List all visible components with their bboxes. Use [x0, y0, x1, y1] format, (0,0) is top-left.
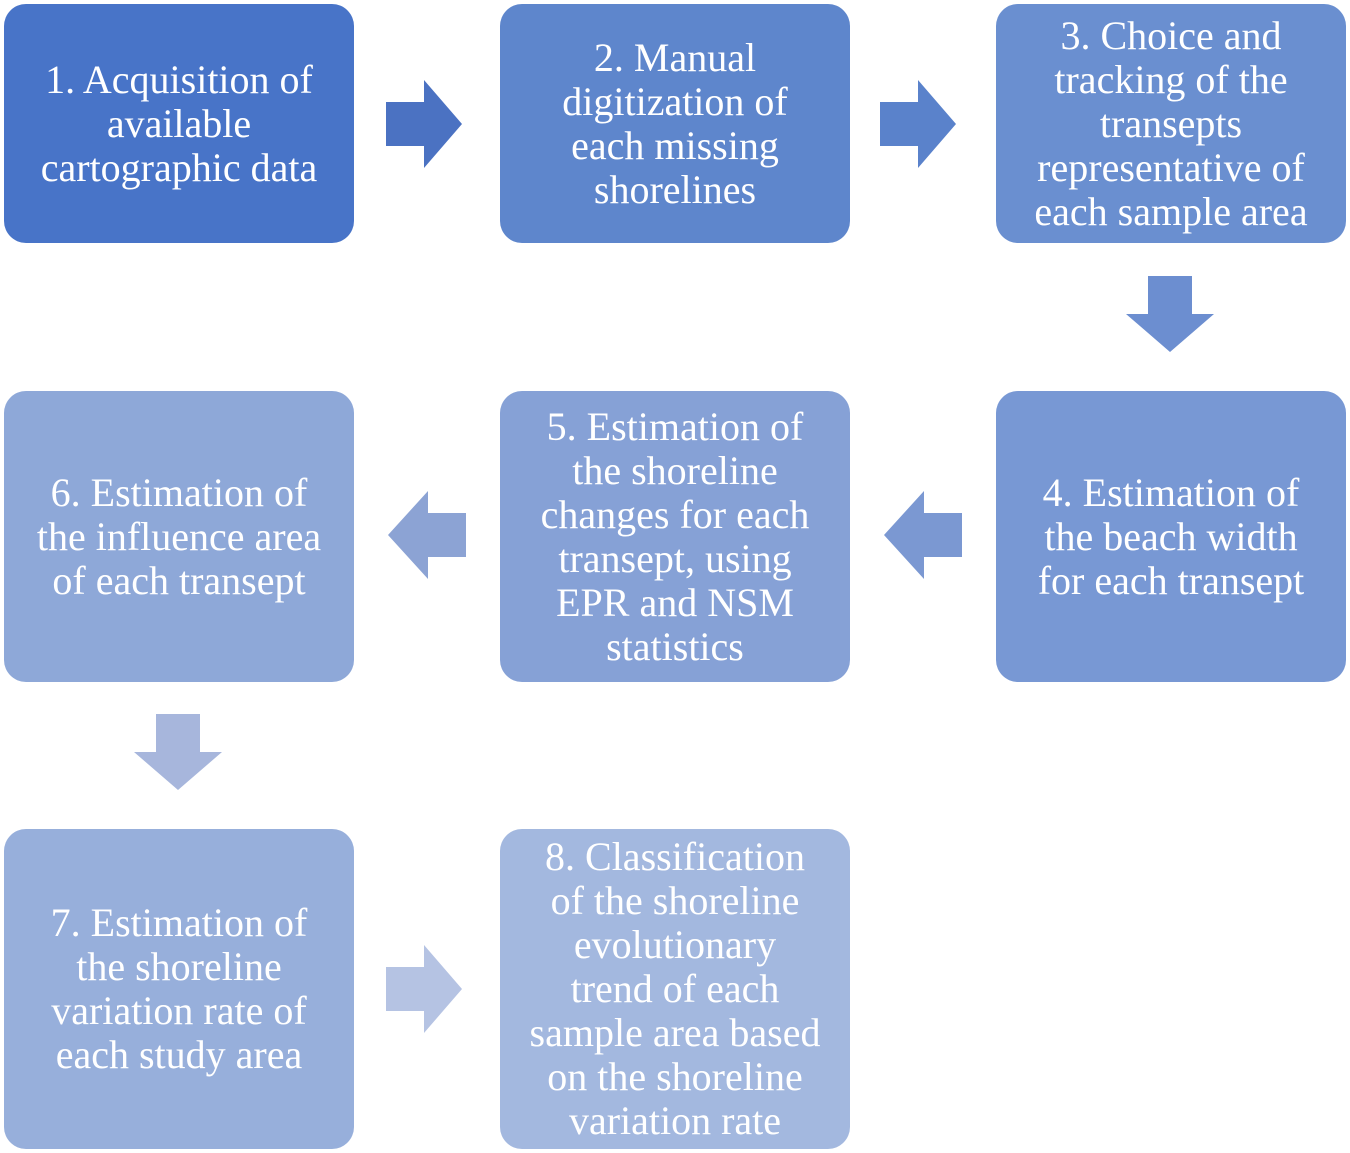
step-2-box: 2. Manual digitization of each missing s…: [500, 4, 850, 243]
arrow-left-5-to-6-icon: [388, 491, 466, 579]
step-3-box: 3. Choice and tracking of the transepts …: [996, 4, 1346, 243]
step-6-box: 6. Estimation of the influence area of e…: [4, 391, 354, 682]
arrow-down-6-to-7-icon: [134, 714, 222, 790]
step-7-box: 7. Estimation of the shoreline variation…: [4, 829, 354, 1149]
step-5-text: 5. Estimation of the shoreline changes f…: [540, 403, 810, 669]
step-8-text: 8. Classification of the shoreline evolu…: [529, 834, 821, 1143]
arrow-6-7-shape: [134, 714, 222, 790]
step-3-text: 3. Choice and tracking of the transepts …: [1034, 12, 1308, 234]
arrow-3-4-shape: [1126, 276, 1214, 352]
arrow-right-2-to-3-icon: [880, 80, 956, 168]
arrow-down-3-to-4-icon: [1126, 276, 1214, 352]
step-5-box: 5. Estimation of the shoreline changes f…: [500, 391, 850, 682]
step-6-text: 6. Estimation of the influence area of e…: [36, 469, 322, 603]
step-2-text: 2. Manual digitization of each missing s…: [562, 34, 788, 212]
step-1-text: 1. Acquisition of available cartographic…: [40, 56, 318, 190]
arrow-right-7-to-8-icon: [386, 945, 462, 1033]
step-4-text: 4. Estimation of the beach width for eac…: [1037, 469, 1305, 603]
step-7-text: 7. Estimation of the shoreline variation…: [50, 900, 308, 1077]
step-1-box: 1. Acquisition of available cartographic…: [4, 4, 354, 243]
arrow-5-6-shape: [388, 491, 466, 579]
arrow-4-5-shape: [884, 491, 962, 579]
arrow-1-2-shape: [386, 80, 462, 168]
arrow-right-1-to-2-icon: [386, 80, 462, 168]
arrow-2-3-shape: [880, 80, 956, 168]
step-4-box: 4. Estimation of the beach width for eac…: [996, 391, 1346, 682]
step-8-box: 8. Classification of the shoreline evolu…: [500, 829, 850, 1149]
arrow-7-8-shape: [386, 945, 462, 1033]
arrow-left-4-to-5-icon: [884, 491, 962, 579]
